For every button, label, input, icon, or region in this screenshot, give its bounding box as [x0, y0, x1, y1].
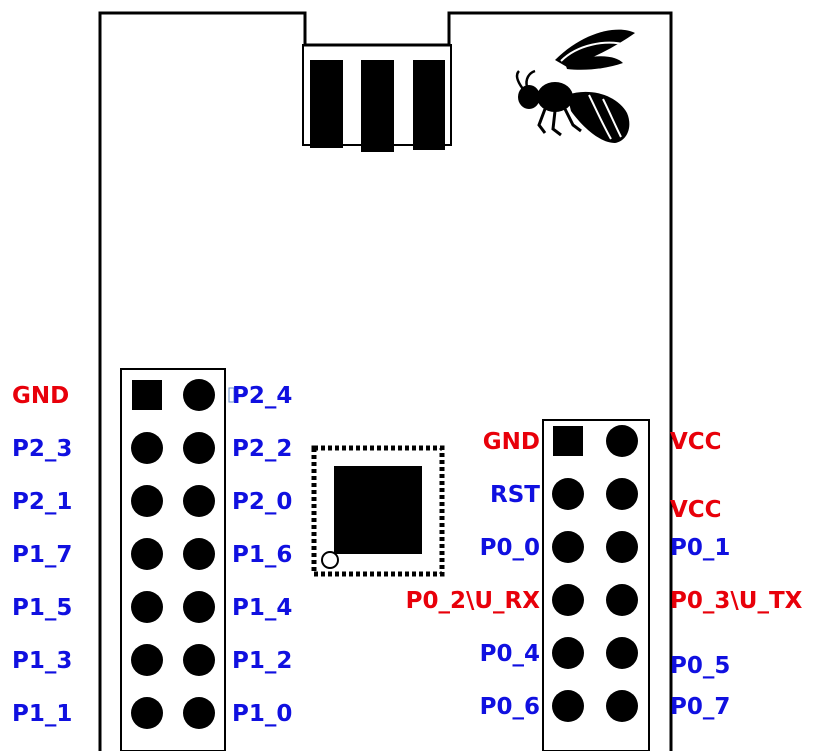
left-header-left-label: P2_3 [12, 436, 72, 462]
right-header-right-label: VCC [670, 497, 722, 523]
left-header-left-label: P2_1 [12, 489, 72, 515]
left-header-pad [131, 591, 163, 623]
right-header-right-label: P0_1 [670, 535, 730, 561]
left-header-pad [183, 644, 215, 676]
left-header-pad [183, 697, 215, 729]
p2-4-marker [228, 387, 235, 403]
right-header-frame [542, 419, 650, 751]
left-header-right-label: P1_4 [232, 595, 292, 621]
mcu-chip [311, 445, 445, 577]
left-header-left-label: P1_3 [12, 648, 72, 674]
left-header-left-label: P1_5 [12, 595, 72, 621]
right-header-left-label: P0_6 [480, 694, 540, 720]
left-header-pad-square [132, 380, 162, 410]
right-header-pad [606, 531, 638, 563]
left-header-pad [131, 485, 163, 517]
antenna-trace [361, 60, 394, 152]
right-header-pad [606, 584, 638, 616]
left-header-right-label: P1_0 [232, 701, 292, 727]
left-header-frame [120, 368, 226, 751]
right-header-pad-square [553, 426, 583, 456]
chip-outline [311, 445, 445, 577]
right-header-pad [552, 637, 584, 669]
left-header-pad [183, 379, 215, 411]
left-header-pad [131, 432, 163, 464]
wasp-icon [515, 29, 635, 143]
left-header-pad [183, 485, 215, 517]
right-header-pad [552, 531, 584, 563]
right-header-left-label: RST [490, 482, 540, 508]
chip-body [334, 466, 422, 554]
right-header-pad [552, 690, 584, 722]
right-header-left-label: P0_0 [480, 535, 540, 561]
left-header-right-label: P2_2 [232, 436, 292, 462]
left-header-pad [183, 591, 215, 623]
antenna-trace [413, 60, 445, 150]
right-header-pad [606, 690, 638, 722]
antenna-trace [310, 60, 343, 148]
left-header-pad [131, 538, 163, 570]
right-header-left-label: P0_2\U_RX [406, 588, 541, 614]
left-header-right-label: P2_0 [232, 489, 292, 515]
right-header-right-label: P0_7 [670, 694, 730, 720]
left-header-right-label: P2_4 [232, 383, 292, 409]
left-header-pad [183, 538, 215, 570]
right-header-right-label: P0_3\U_TX [670, 588, 803, 614]
right-header-left-label: P0_4 [480, 641, 540, 667]
pin1-marker [321, 551, 339, 569]
right-header-pad [552, 478, 584, 510]
left-header-pad [131, 644, 163, 676]
right-header-pins [552, 425, 638, 722]
antenna [302, 44, 452, 152]
right-header-left-label: GND [483, 429, 540, 455]
right-header-right-label: VCC [670, 429, 722, 455]
right-header-pad [606, 478, 638, 510]
left-header-pad [183, 432, 215, 464]
right-header-pad [606, 425, 638, 457]
left-header-right-label: P1_6 [232, 542, 292, 568]
left-header-left-label: P1_1 [12, 701, 72, 727]
left-header-right-label: P1_2 [232, 648, 292, 674]
left-header-left-label: P1_7 [12, 542, 72, 568]
left-header-pad [131, 697, 163, 729]
left-header-left-label: GND [12, 383, 69, 409]
left-header-pins [131, 379, 215, 729]
right-header-right-label: P0_5 [670, 653, 730, 679]
right-header-pad [552, 584, 584, 616]
right-header-pad [606, 637, 638, 669]
